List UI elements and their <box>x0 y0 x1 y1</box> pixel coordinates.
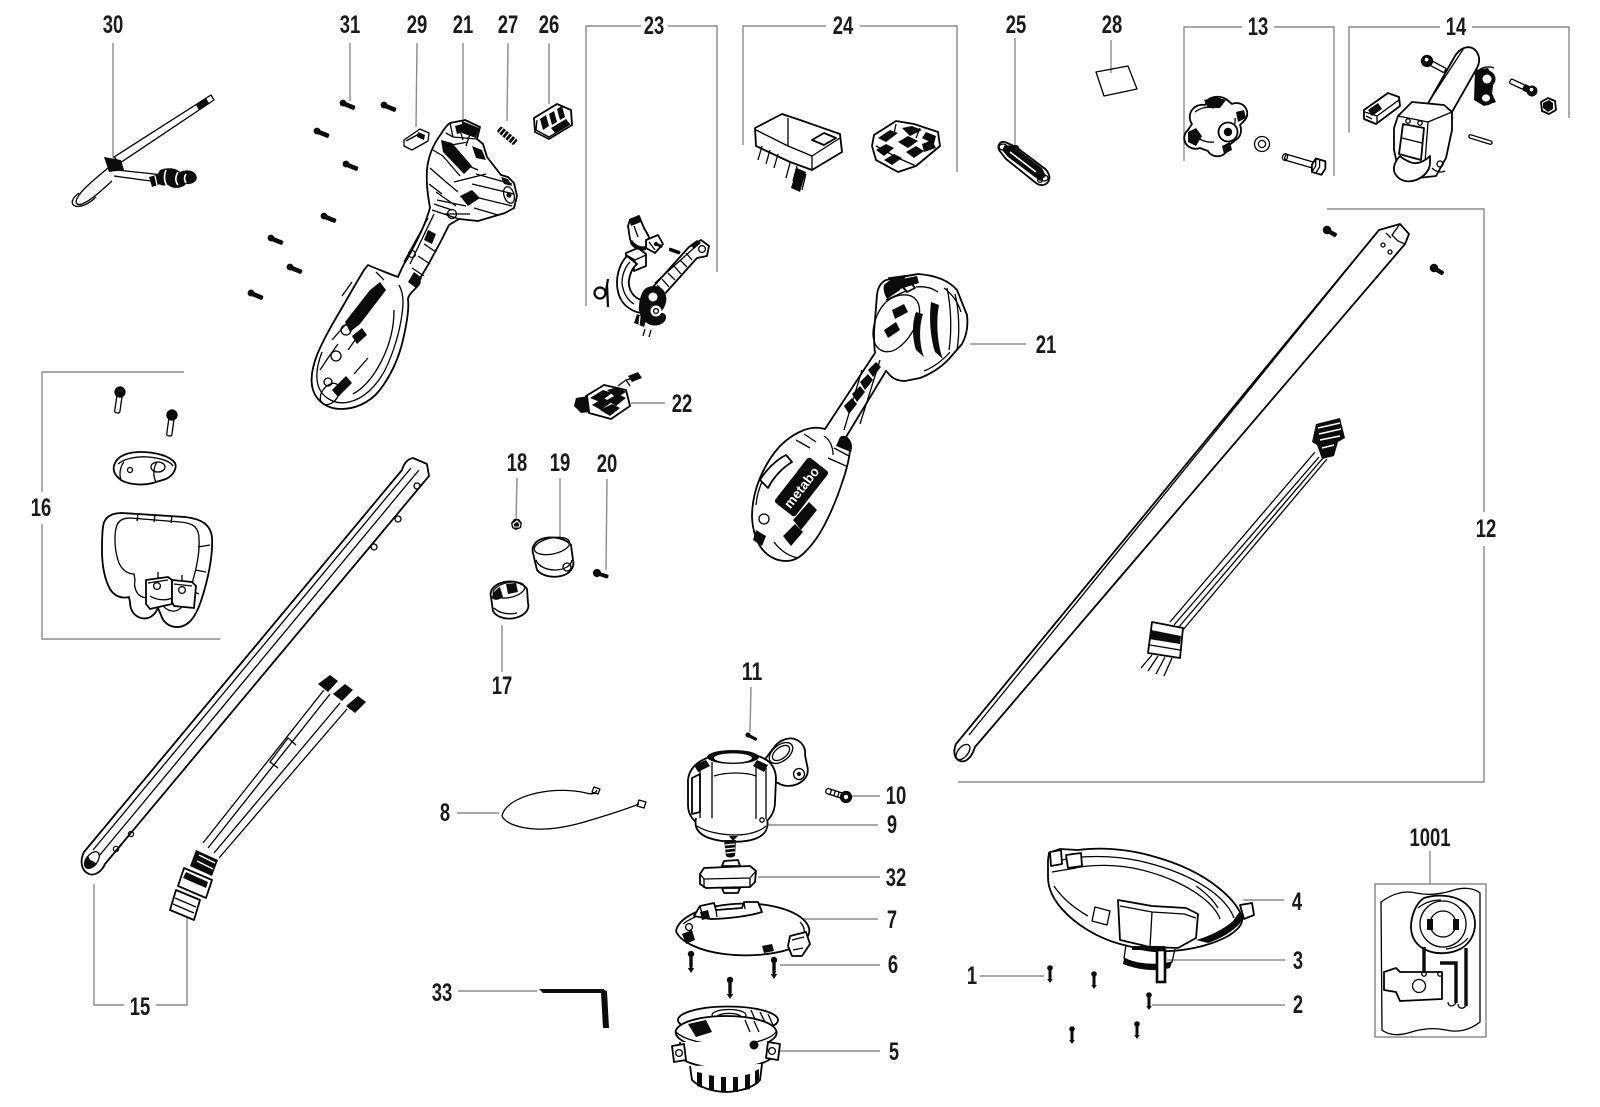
svg-text:1: 1 <box>967 962 977 990</box>
svg-text:21: 21 <box>453 11 474 39</box>
svg-text:26: 26 <box>539 11 560 39</box>
svg-text:33: 33 <box>432 979 453 1007</box>
svg-text:15: 15 <box>130 993 151 1021</box>
svg-text:4: 4 <box>1292 888 1302 916</box>
svg-text:22: 22 <box>672 390 693 418</box>
svg-text:2: 2 <box>1293 991 1303 1019</box>
svg-text:11: 11 <box>742 658 763 686</box>
svg-text:20: 20 <box>597 450 618 478</box>
svg-text:3: 3 <box>1293 947 1303 975</box>
svg-text:31: 31 <box>340 11 361 39</box>
svg-text:7: 7 <box>887 906 897 934</box>
svg-text:5: 5 <box>889 1038 899 1066</box>
svg-text:18: 18 <box>507 449 528 477</box>
svg-text:28: 28 <box>1102 11 1123 39</box>
svg-text:6: 6 <box>888 951 898 979</box>
svg-text:21: 21 <box>1036 331 1057 359</box>
svg-text:32: 32 <box>886 864 907 892</box>
svg-text:23: 23 <box>644 12 665 40</box>
svg-text:10: 10 <box>886 782 907 810</box>
svg-text:13: 13 <box>1248 13 1269 41</box>
svg-text:24: 24 <box>833 12 854 40</box>
svg-text:27: 27 <box>498 11 519 39</box>
svg-text:19: 19 <box>550 449 571 477</box>
svg-text:30: 30 <box>103 11 124 39</box>
svg-text:17: 17 <box>492 672 513 700</box>
svg-text:9: 9 <box>887 811 897 839</box>
svg-text:8: 8 <box>440 799 450 827</box>
svg-text:25: 25 <box>1006 11 1027 39</box>
svg-text:1001: 1001 <box>1410 824 1451 852</box>
svg-text:12: 12 <box>1476 515 1497 543</box>
svg-text:29: 29 <box>407 11 428 39</box>
svg-text:16: 16 <box>31 494 52 522</box>
svg-text:14: 14 <box>1446 13 1467 41</box>
